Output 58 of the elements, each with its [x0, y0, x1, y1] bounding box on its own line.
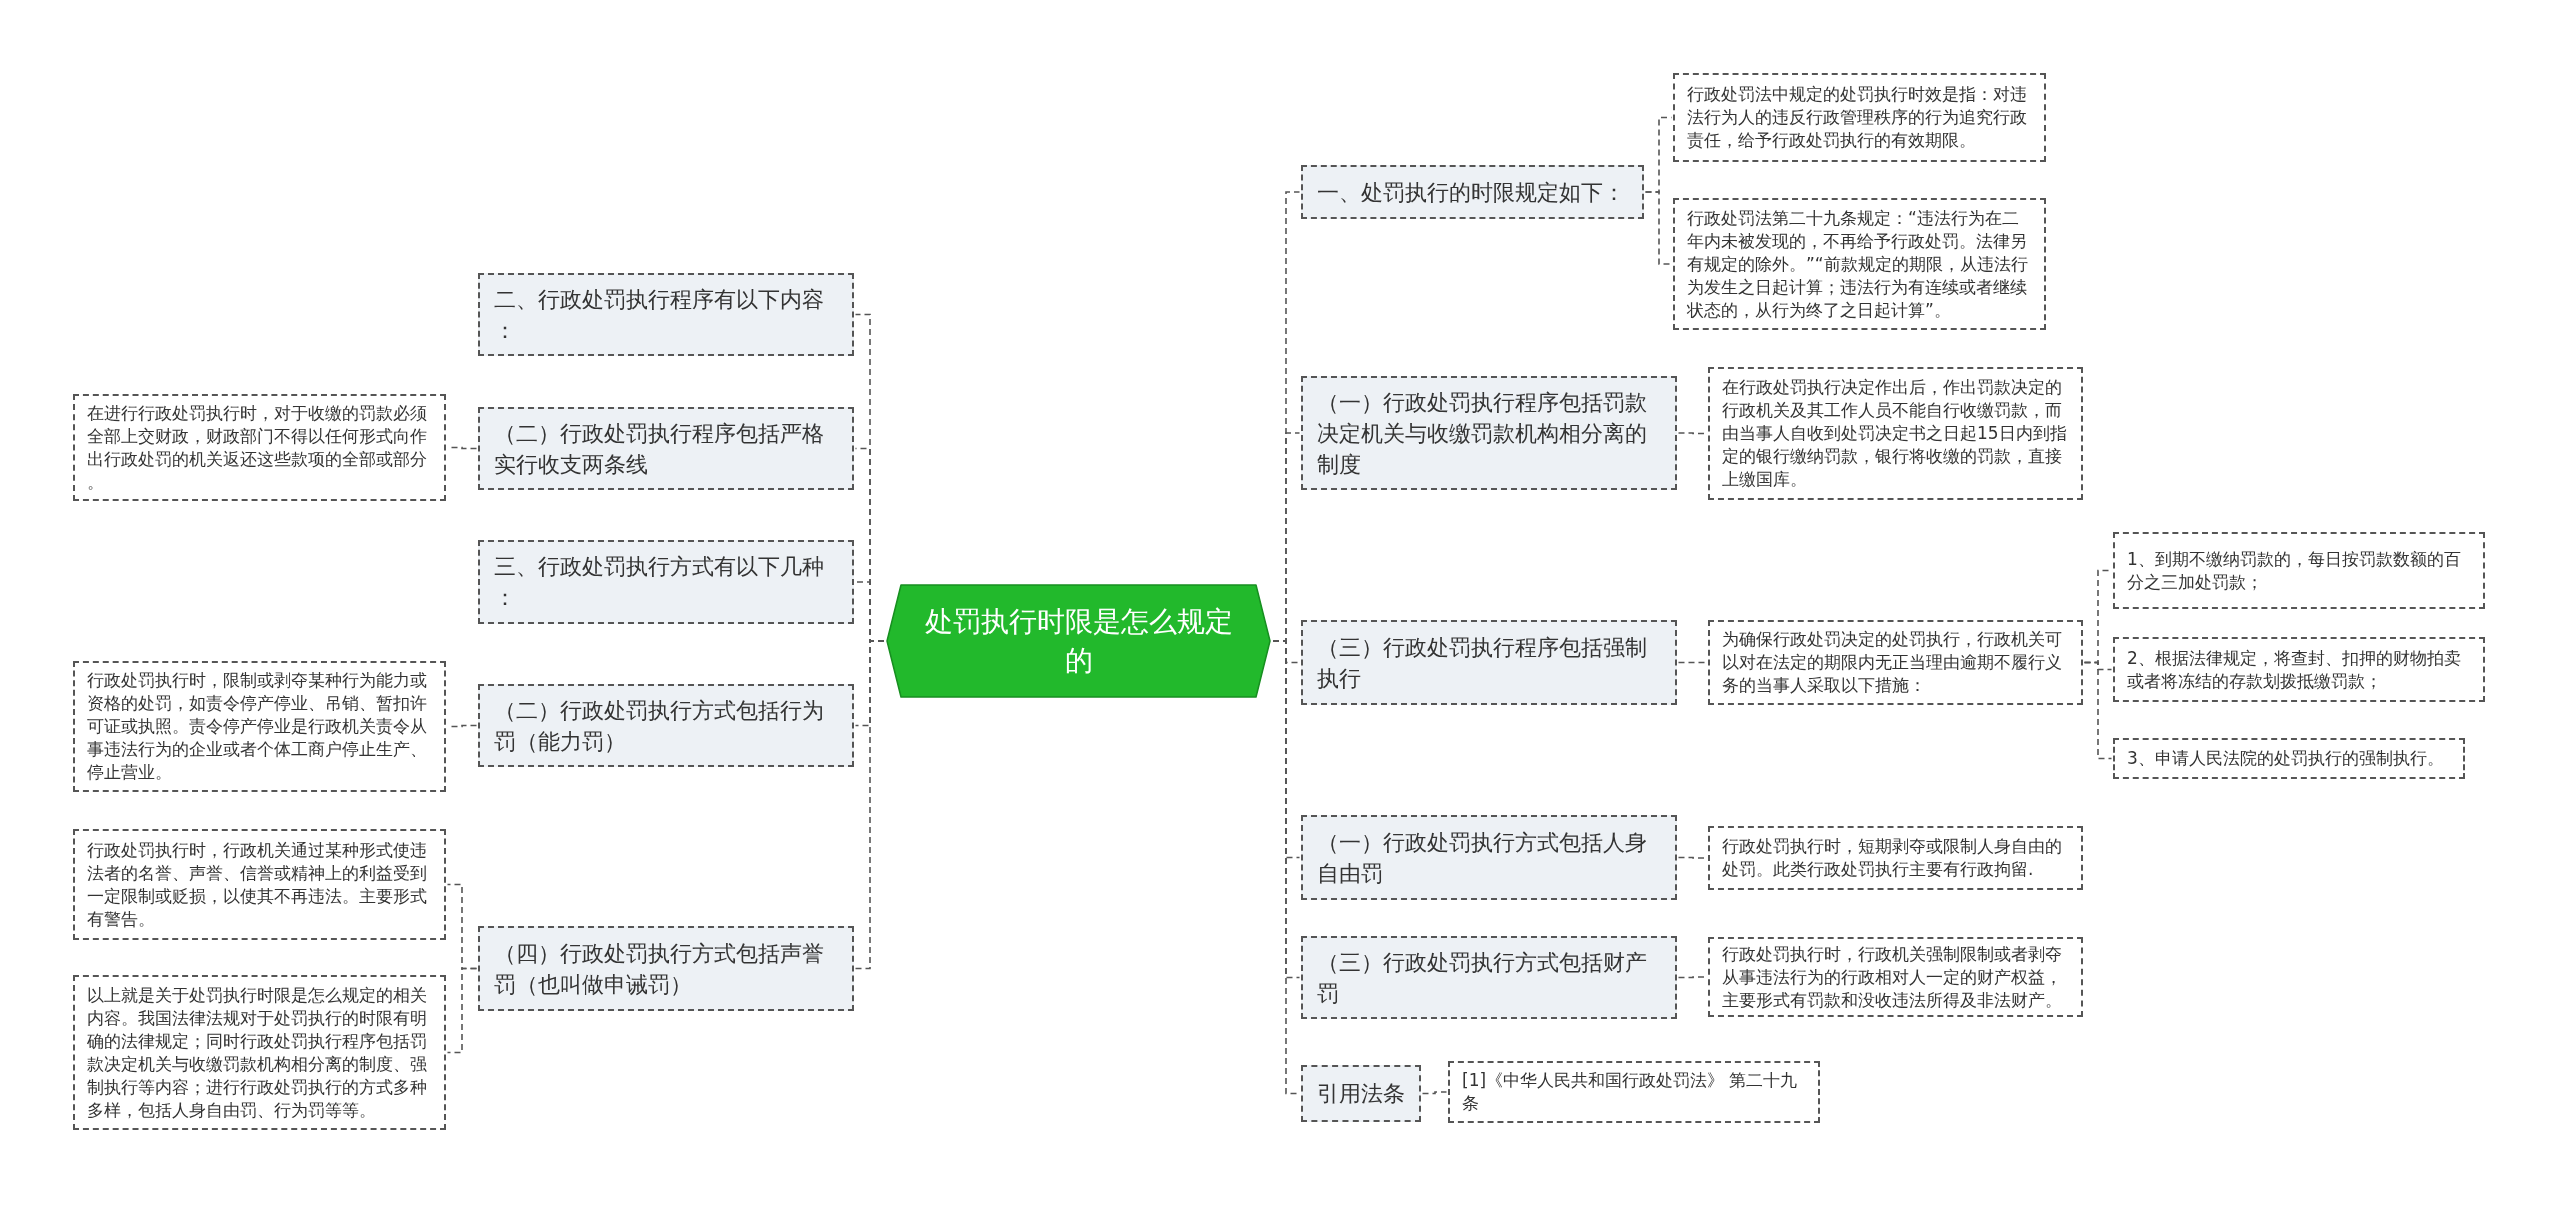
- central-topic-hexagon: [887, 585, 1270, 697]
- topic-text: （一）行政处罚执行程序包括罚款决定机关与收缴罚款机构相分离的制度: [1317, 388, 1648, 479]
- note-box: [73, 829, 446, 940]
- topic-box: [478, 540, 854, 624]
- connector-line: [446, 967, 478, 1054]
- note-box: [1708, 826, 2083, 890]
- topic-box: [478, 926, 854, 1011]
- connector-line: [2083, 661, 2113, 760]
- note-box: [2113, 532, 2485, 609]
- note-box: [1708, 620, 2083, 705]
- connector-line: [1421, 1091, 1448, 1095]
- topic-box: [478, 407, 854, 490]
- note-text: 以上就是关于处罚执行时限是怎么规定的相关内容。我国法律法规对于处罚执行的时限有明确的法律规定；同时行政处罚执行程序包括罚款决定机关与收缴罚款机构相分离的制度、强制执行等内容；进行行政处罚执行的方式多种多样，包括人身自由罚、行为罚等等。: [87, 983, 428, 1122]
- note-box: [1673, 198, 2046, 330]
- note-text: 行政处罚执行时，短期剥夺或限制人身自由的处罚。此类行政处罚执行主要有行政拘留.: [1722, 835, 2063, 881]
- topic-box: [1301, 815, 1677, 900]
- topic-text: （三）行政处罚执行方式包括财产罚: [1317, 948, 1648, 1008]
- note-text: 3、申请人民法院的处罚执行的强制执行。: [2127, 747, 2444, 770]
- note-text: 行政处罚执行时，行政机关强制限制或者剥夺从事违法行为的行政相对人一定的财产权益，主要形式有罚款和没收违法所得及非法财产。: [1722, 942, 2063, 1012]
- note-box: [1448, 1061, 1820, 1123]
- connector-line: [1677, 661, 1708, 664]
- topic-text: （一）行政处罚执行方式包括人身自由罚: [1317, 828, 1648, 888]
- note-text: 行政处罚法第二十九条规定：“违法行为在二年内未被发现的，不再给予行政处罚。法律另有规定的除外。”“前款规定的期限，从违法行为发生之日起计算；违法行为有连续或者继续状态的，从行为终了之日起计算”。: [1687, 206, 2029, 322]
- note-text: 在行政处罚执行决定作出后，作出罚款决定的行政机关及其工作人员不能自行收缴罚款，而由当事人自收到处罚决定书之日起15日内到指定的银行缴纳罚款，银行将收缴的罚款，直接上缴国库。: [1722, 376, 2068, 491]
- note-text: 2、根据法律规定，将查封、扣押的财物拍卖或者将冻结的存款划拨抵缴罚款；: [2127, 646, 2462, 693]
- topic-box: [1301, 620, 1677, 705]
- central-topic-text: 处罚执行时限是怎么规定的: [923, 604, 1234, 679]
- note-box: [1708, 367, 2083, 500]
- topic-box: [478, 273, 854, 356]
- topic-text: （二）行政处罚执行程序包括严格实行收支两条线: [494, 419, 825, 479]
- topic-text: 引用法条: [1317, 1080, 1405, 1108]
- note-text: 1、到期不缴纳罚款的，每日按罚款数额的百分之三加处罚款；: [2127, 547, 2462, 594]
- topic-box: [1301, 1065, 1421, 1122]
- note-text: 行政处罚执行时，限制或剥夺某种行为能力或资格的处罚，如责令停产停业、吊销、暂扣许可证或执照。责令停产停业是行政机关责令从事违法行为的企业或者个体工商户停止生产、停止营业。: [87, 669, 428, 784]
- topic-box: [1301, 376, 1677, 490]
- topic-text: （三）行政处罚执行程序包括强制执行: [1317, 633, 1648, 693]
- note-text: 行政处罚执行时，行政机关通过某种形式使违法者的名誉、声誉、信誉或精神上的利益受到一定限制或贬损，以使其不再违法。主要形式有警告。: [87, 838, 428, 931]
- note-box: [1708, 937, 2083, 1017]
- note-text: 在进行行政处罚执行时，对于收缴的罚款必须全部上交财政，财政部门不得以任何形式向作出行政处罚的机关返还这些款项的全部或部分。: [87, 401, 428, 494]
- topic-text: （二）行政处罚执行方式包括行为罚（能力罚）: [494, 696, 825, 756]
- topic-text: 三、行政处罚执行方式有以下几种：: [494, 553, 825, 612]
- note-text: [1]《中华人民共和国行政处罚法》 第二十九条: [1462, 1069, 1799, 1115]
- note-text: 行政处罚法中规定的处罚执行时效是指：对违法行为人的违反行政管理秩序的行为追究行政责任，给予行政处罚执行的有效期限。: [1687, 83, 2028, 152]
- note-box: [73, 975, 446, 1130]
- note-box: [2113, 738, 2465, 779]
- note-box: [73, 661, 446, 792]
- connector-line: [854, 640, 885, 970]
- connector-line: [1644, 191, 1673, 265]
- note-text: 为确保行政处罚决定的处罚执行，行政机关可以对在法定的期限内无正当理由逾期不履行义务的当事人采取以下措施：: [1722, 628, 2063, 697]
- topic-text: 一、处罚执行的时限规定如下：: [1317, 178, 1625, 207]
- note-box: [2113, 637, 2485, 702]
- topic-text: （四）行政处罚执行方式包括声誉罚（也叫做申诫罚）: [494, 939, 825, 999]
- topic-text: 二、行政处罚执行程序有以下内容：: [494, 285, 825, 345]
- topic-box: [1301, 165, 1644, 219]
- topic-box: [1301, 936, 1677, 1019]
- note-box: [73, 394, 446, 501]
- topic-box: [478, 684, 854, 767]
- note-box: [1673, 73, 2046, 162]
